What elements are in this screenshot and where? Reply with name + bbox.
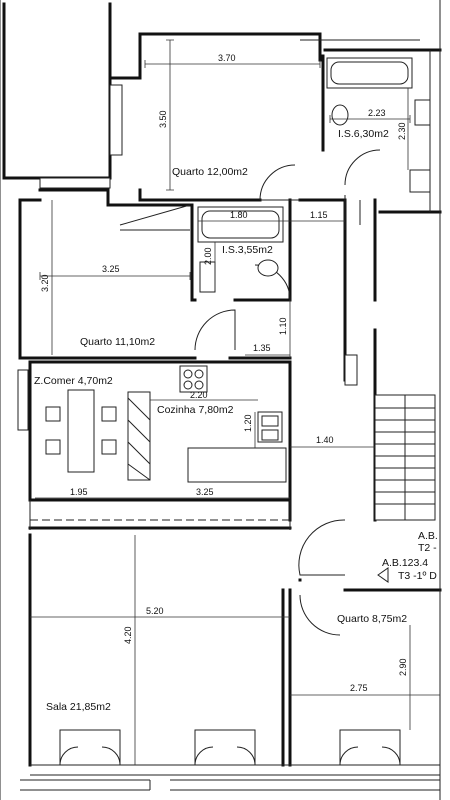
dim-3-70: 3.70 <box>218 53 236 63</box>
dim-2-30: 2.30 <box>397 122 407 140</box>
windows <box>17 84 401 766</box>
room-label-is3: I.S.3,55m2 <box>222 244 273 256</box>
dim-3-20: 3.20 <box>40 274 50 292</box>
dining-table <box>45 389 117 473</box>
dim-1-20: 1.20 <box>243 414 253 432</box>
dim-2-75: 2.75 <box>350 683 368 693</box>
dim-3-25-bedroom: 3.25 <box>102 264 120 274</box>
room-label-is6: I.S.6,30m2 <box>338 128 389 140</box>
kitchen-fixtures <box>127 365 287 483</box>
dim-2-00: 2.00 <box>203 247 213 265</box>
room-label-zcomer: Z.Comer 4,70m2 <box>34 375 113 387</box>
dim-1-40: 1.40 <box>316 435 334 445</box>
dim-2-23: 2.23 <box>368 108 386 118</box>
dim-5-20: 5.20 <box>146 606 164 616</box>
dimension-lines <box>30 39 440 765</box>
dim-1-80: 1.80 <box>230 210 248 220</box>
bathroom-is3-fixtures <box>197 206 284 293</box>
walls <box>2 2 442 767</box>
stairs <box>344 354 436 521</box>
room-label-sala: Sala 21,85m2 <box>46 701 111 713</box>
dim-4-20: 4.20 <box>123 626 133 644</box>
room-label-quarto-top: Quarto 12,00m2 <box>172 166 248 178</box>
dim-3-25-kitchen: 3.25 <box>196 487 214 497</box>
dim-1-35: 1.35 <box>253 343 271 353</box>
bathroom-is6-fixtures <box>326 57 431 193</box>
dim-1-10: 1.10 <box>278 317 288 335</box>
dim-1-15: 1.15 <box>310 210 328 220</box>
room-label-quarto-left: Quarto 11,10m2 <box>80 336 155 348</box>
doors <box>194 149 381 636</box>
dim-2-90: 2.90 <box>398 658 408 676</box>
annotation-ab-number: A.B.123.4 <box>382 557 428 569</box>
dim-1-95: 1.95 <box>70 487 88 497</box>
annotation-ab: A.B. <box>418 530 438 542</box>
arrow-marker <box>377 567 389 583</box>
dim-3-50: 3.50 <box>158 110 168 128</box>
annotation-t3: T3 -1º D <box>398 570 437 582</box>
annotation-t2: T2 - <box>418 542 437 554</box>
bedroom-closet <box>119 204 191 231</box>
room-label-cozinha: Cozinha 7,80m2 <box>157 404 234 416</box>
room-label-quarto-br: Quarto 8,75m2 <box>337 613 407 625</box>
dim-2-20: 2.20 <box>190 390 208 400</box>
